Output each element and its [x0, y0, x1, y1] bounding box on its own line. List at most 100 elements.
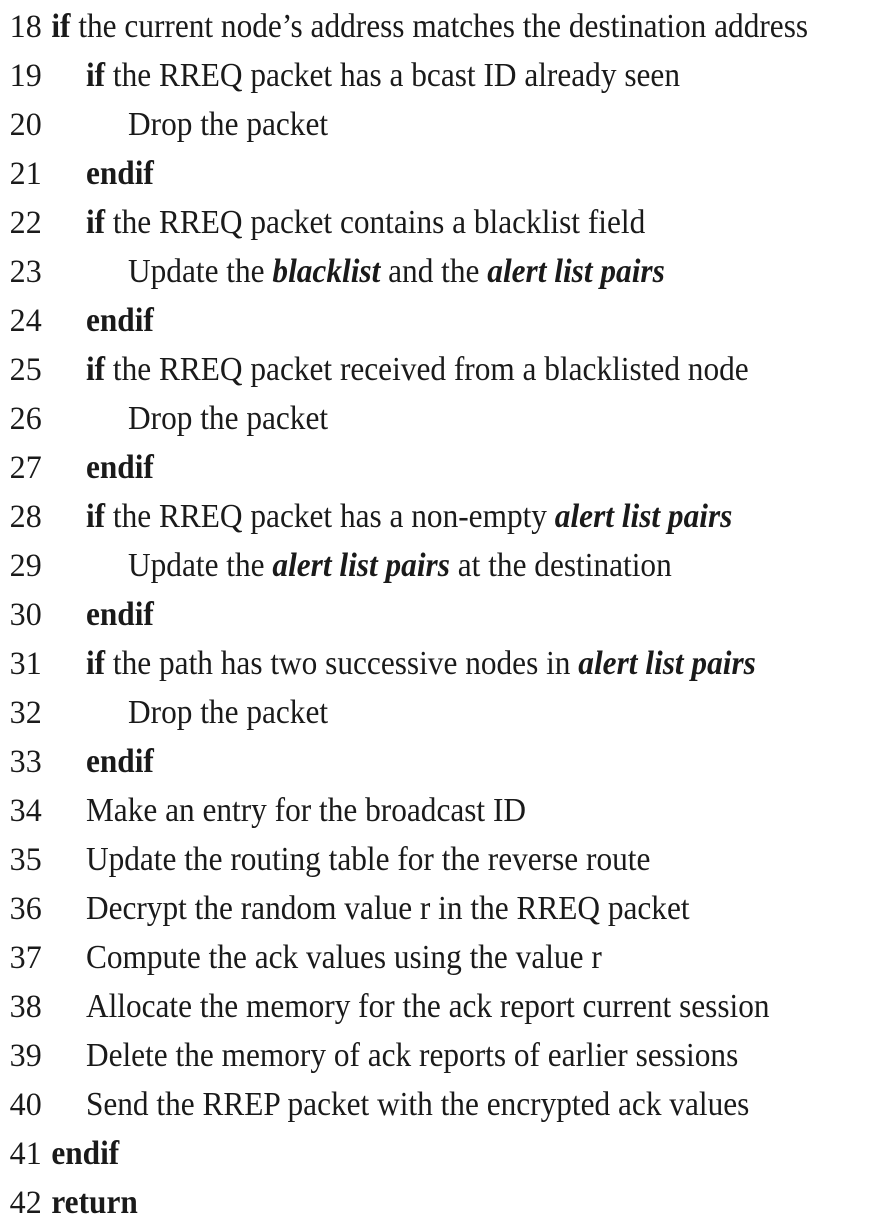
line-number: 41 — [9, 1136, 42, 1172]
emphasized-term: alert list pairs — [272, 547, 450, 584]
plain-text: the RREQ packet received from a blacklis… — [105, 351, 749, 388]
line-text: if the current node’s address matches th… — [42, 2, 808, 51]
line-text: if the RREQ packet contains a blacklist … — [42, 198, 645, 247]
plain-text: at the destination — [449, 547, 672, 584]
emphasized-term: alert list pairs — [554, 498, 733, 535]
line-text: Drop the packet — [42, 688, 328, 737]
emphasized-term: alert list pairs — [578, 645, 756, 682]
keyword-token: if — [85, 645, 106, 682]
plain-text: Send the RREP packet with the encrypted … — [85, 1086, 750, 1123]
line-number: 36 — [9, 891, 42, 927]
line-number: 40 — [9, 1087, 42, 1123]
emphasized-term: alert list pairs — [487, 253, 665, 290]
line-number: 25 — [9, 352, 42, 388]
code-line: 38 Allocate the memory for the ack report… — [0, 982, 874, 1031]
plain-text: Update the — [128, 253, 273, 290]
code-line: 34 Make an entry for the broadcast ID — [0, 786, 874, 835]
code-line: 40 Send the RREP packet with the encrypte… — [0, 1080, 874, 1129]
line-number: 20 — [9, 107, 42, 143]
code-line: 25 if the RREQ packet received from a bla… — [0, 345, 874, 394]
keyword-token: endif — [85, 596, 154, 633]
line-text: Delete the memory of ack reports of earl… — [42, 1031, 738, 1080]
keyword-token: if — [85, 57, 106, 94]
keyword-token: if — [85, 204, 106, 241]
line-number: 39 — [9, 1038, 42, 1074]
line-number: 19 — [9, 58, 42, 94]
line-number: 31 — [9, 646, 42, 682]
plain-text: Allocate the memory for the ack report c… — [85, 988, 770, 1025]
plain-text: the path has two successive nodes in — [105, 645, 579, 682]
line-number: 42 — [9, 1185, 42, 1221]
plain-text: Make an entry for the broadcast ID — [85, 792, 527, 829]
line-text: endif — [42, 443, 154, 492]
line-number: 29 — [9, 548, 42, 584]
code-line: 35 Update the routing table for the rever… — [0, 835, 874, 884]
code-line: 27 endif — [0, 443, 874, 492]
line-text: Update the alert list pairs at the desti… — [42, 541, 672, 590]
code-line: 32 Drop the packet — [0, 688, 874, 737]
line-number: 26 — [9, 401, 42, 437]
plain-text: Compute the ack values using the value r — [85, 939, 602, 976]
line-number: 28 — [9, 499, 42, 535]
line-number: 24 — [9, 303, 42, 339]
line-text: endif — [42, 296, 154, 345]
code-line: 20 Drop the packet — [0, 100, 874, 149]
code-line: 39 Delete the memory of ack reports of ea… — [0, 1031, 874, 1080]
plain-text: and the — [380, 253, 488, 290]
line-text: Compute the ack values using the value r — [42, 933, 602, 982]
keyword-token: if — [51, 8, 71, 45]
line-number: 32 — [9, 695, 42, 731]
line-number: 34 — [9, 793, 42, 829]
line-number: 38 — [9, 989, 42, 1025]
plain-text: Drop the packet — [128, 694, 329, 731]
line-number: 35 — [9, 842, 42, 878]
line-text: Make an entry for the broadcast ID — [42, 786, 526, 835]
line-text: Drop the packet — [42, 394, 328, 443]
keyword-token: return — [51, 1184, 138, 1221]
line-text: return — [42, 1178, 138, 1227]
line-text: Update the routing table for the reverse… — [42, 835, 650, 884]
line-number: 33 — [9, 744, 42, 780]
line-text: endif — [42, 590, 154, 639]
line-text: Send the RREP packet with the encrypted … — [42, 1080, 749, 1129]
code-line: 24 endif — [0, 296, 874, 345]
plain-text: Update the — [128, 547, 273, 584]
plain-text: the RREQ packet has a non-empty — [105, 498, 555, 535]
plain-text: Update the routing table for the reverse… — [85, 841, 651, 878]
plain-text: Drop the packet — [128, 106, 329, 143]
line-text: endif — [42, 737, 154, 786]
keyword-token: if — [85, 498, 106, 535]
line-text: Update the blacklist and the alert list … — [42, 247, 665, 296]
line-number: 23 — [9, 254, 42, 290]
plain-text: the RREQ packet has a bcast ID already s… — [105, 57, 680, 94]
line-number: 27 — [9, 450, 42, 486]
line-number: 30 — [9, 597, 42, 633]
keyword-token: endif — [85, 449, 154, 486]
line-text: if the RREQ packet has a bcast ID alread… — [42, 51, 680, 100]
plain-text: Delete the memory of ack reports of earl… — [85, 1037, 739, 1074]
plain-text: the current node’s address matches the d… — [70, 8, 809, 45]
line-text: Decrypt the random value r in the RREQ p… — [42, 884, 690, 933]
keyword-token: endif — [85, 155, 154, 192]
keyword-token: endif — [85, 302, 154, 339]
line-text: if the RREQ packet has a non-empty alert… — [42, 492, 732, 541]
line-number: 18 — [9, 9, 42, 45]
plain-text: the RREQ packet contains a blacklist fie… — [105, 204, 646, 241]
line-text: Drop the packet — [42, 100, 328, 149]
line-number: 22 — [9, 205, 42, 241]
keyword-token: if — [85, 351, 106, 388]
emphasized-term: blacklist — [272, 253, 381, 290]
line-text: Allocate the memory for the ack report c… — [42, 982, 770, 1031]
